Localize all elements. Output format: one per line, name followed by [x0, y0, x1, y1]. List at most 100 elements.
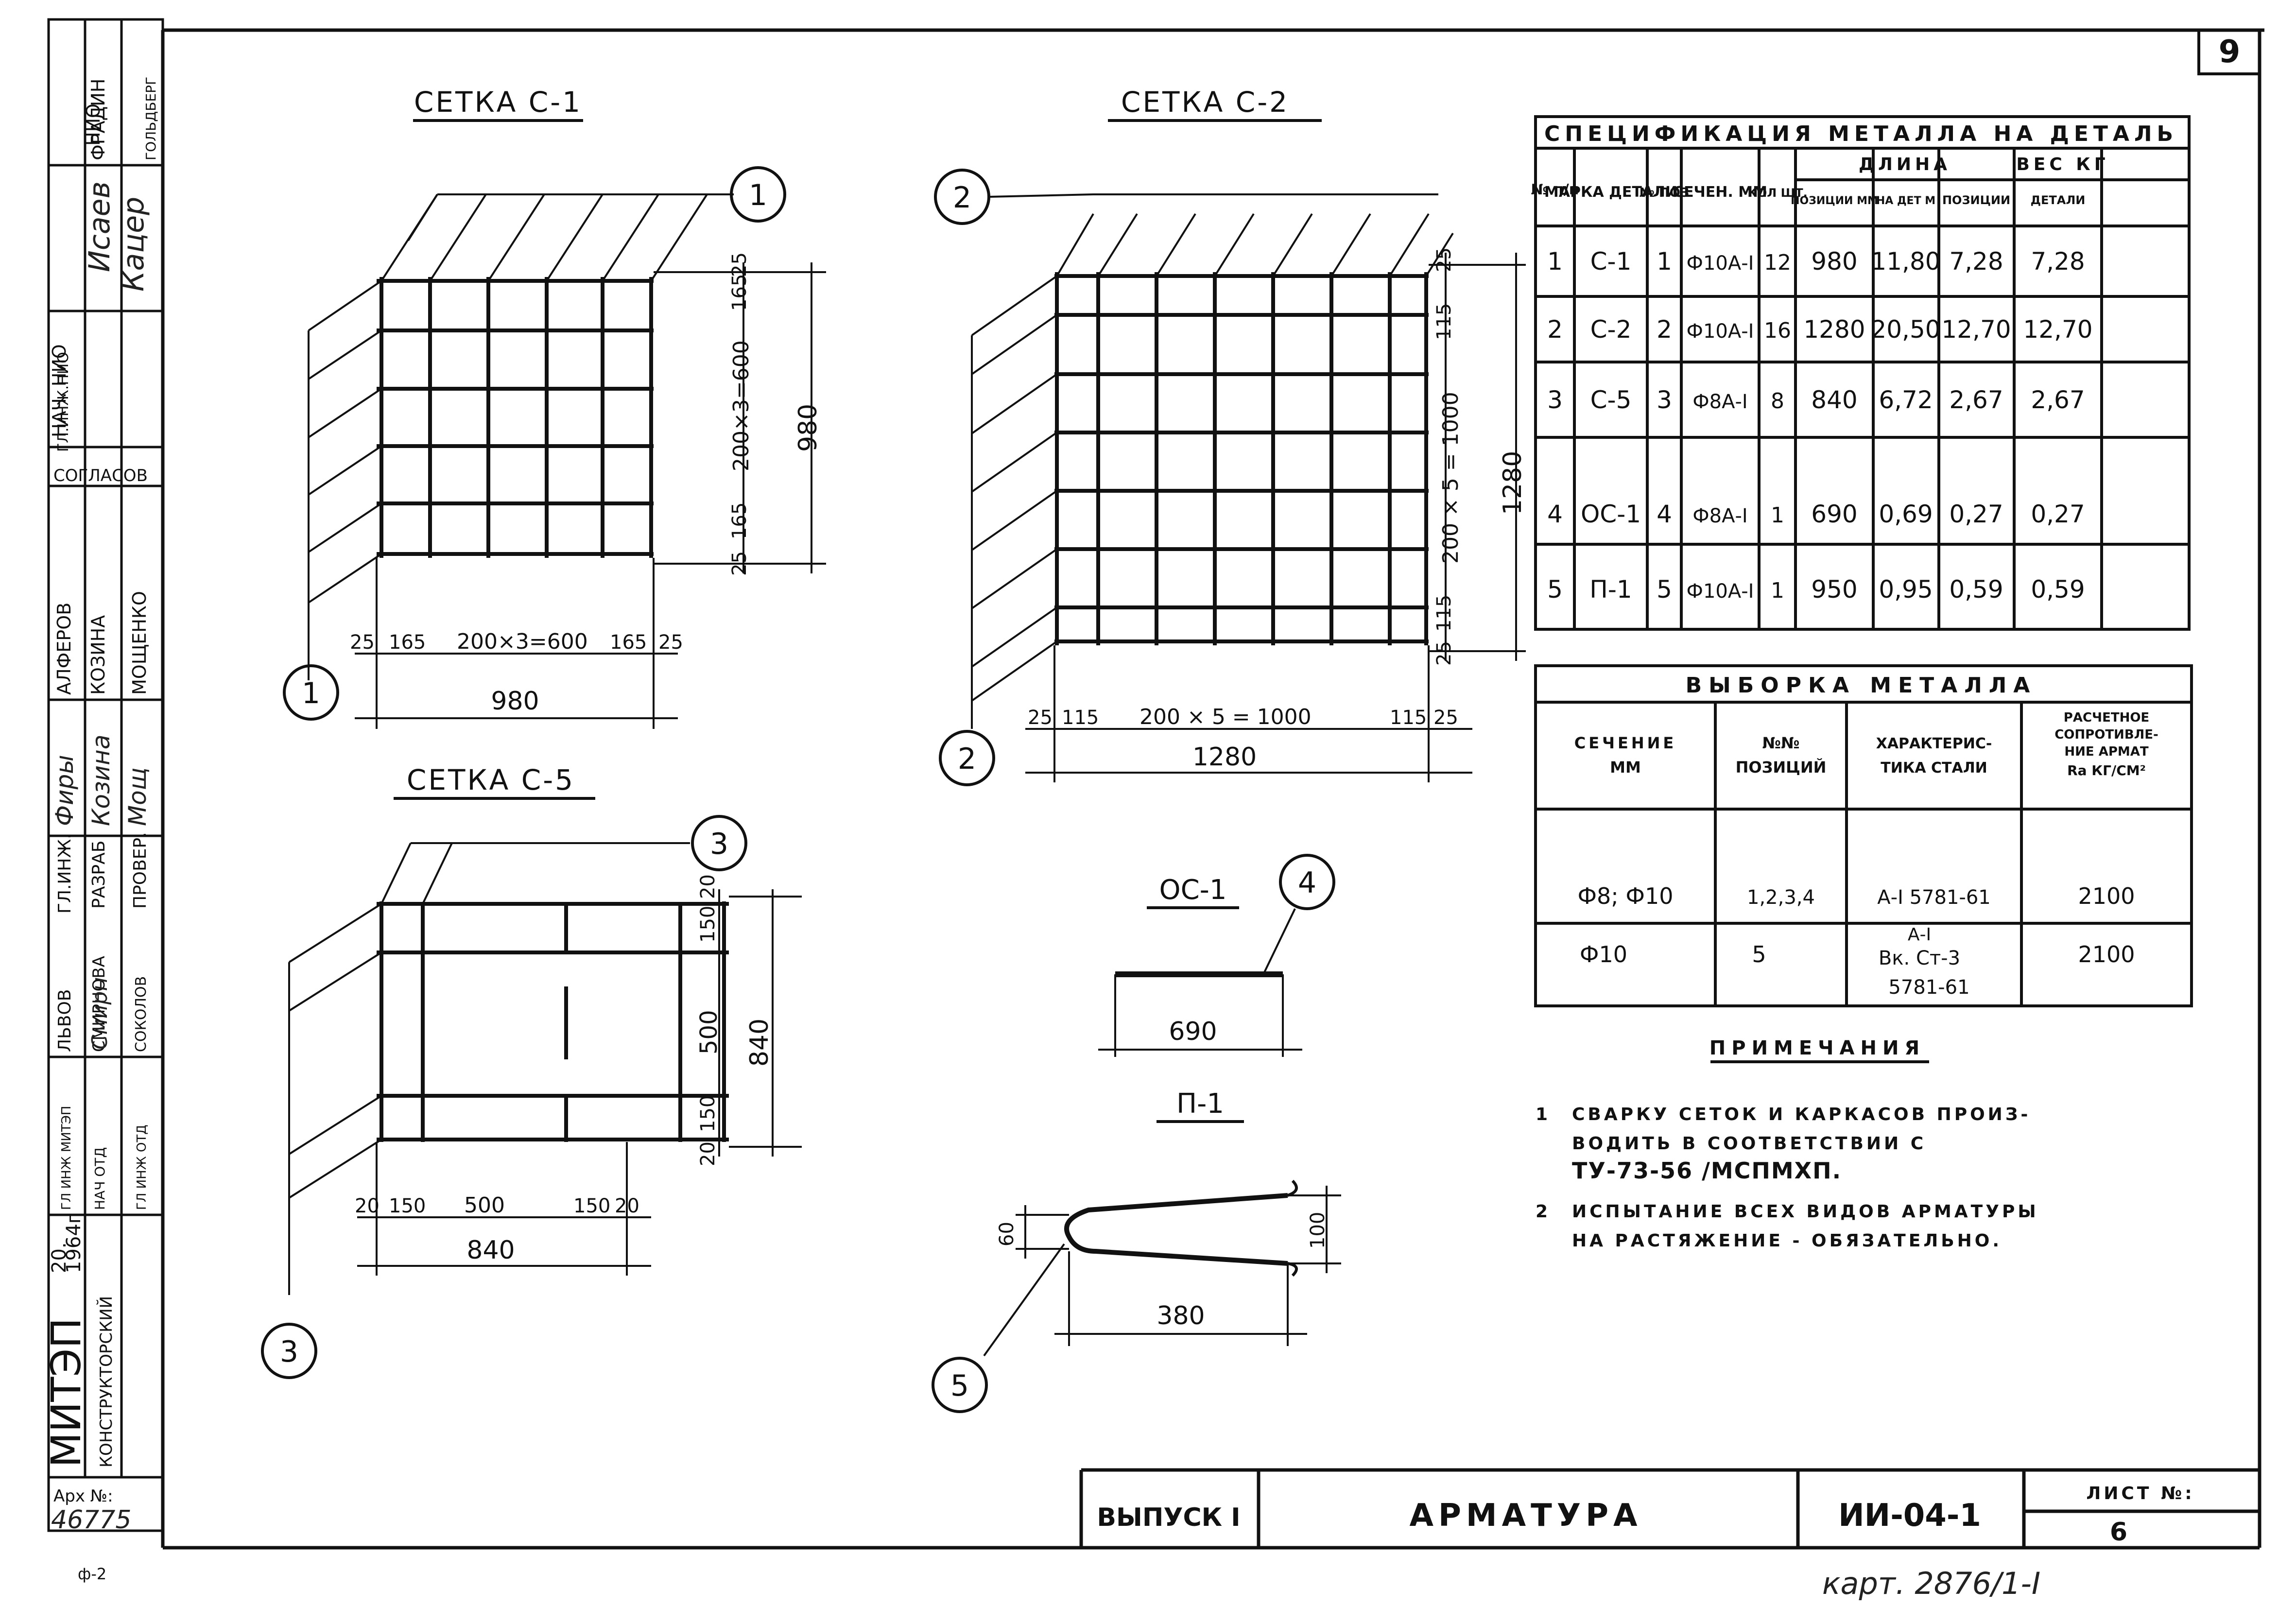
mesh-c2-vertical-dims: 25 115 200 × 5 = 1000 115 25 1280 — [1433, 247, 1527, 666]
select-cell-positions: 1,2,3,4 — [1747, 886, 1815, 909]
title-block-issue: ВЫПУСК I — [1097, 1503, 1240, 1532]
spec-cell-pos: 4 — [1657, 500, 1672, 528]
mesh-c2-dim-v-4: 25 — [1433, 641, 1455, 666]
mesh-c1-callout-top — [730, 166, 786, 223]
note-1-line-2: ВОДИТЬ В СООТВЕТСТВИИ С — [1572, 1134, 1926, 1154]
stamp-role-nach-nio: НАЧ. НИО — [49, 344, 70, 437]
stamp-role-gl-inzh-otd: ГЛ ИНЖ ОТД — [135, 1124, 149, 1210]
spec-cell-len-det: 0,69 — [1879, 500, 1933, 528]
spec-table: СПЕЦИФИКАЦИЯ МЕТАЛЛА НА ДЕТАЛЬ № п/п МАР… — [1531, 115, 2191, 631]
spec-cell-qty: 8 — [1771, 389, 1784, 414]
spec-row-5: 5 П-1 5 Ф10А-I 1 950 0,95 0,59 0,59 — [1547, 575, 2085, 604]
mesh-c5-dim-v-3: 150 — [697, 1095, 719, 1132]
mesh-c2-callout-bottom-label: 2 — [958, 742, 976, 776]
stamp-role-nio: НИО — [83, 104, 104, 146]
title-block-code: ИИ-04-1 — [1838, 1498, 1981, 1534]
stamp-role-nach-otd: НАЧ ОТД — [92, 1147, 108, 1210]
bar-p1-height-right: 100 — [1307, 1212, 1329, 1249]
stamp-org: МИТЭП — [42, 1318, 90, 1468]
mesh-c1-dim-h-1: 165 — [389, 631, 426, 654]
spec-cell-pos: 5 — [1657, 575, 1672, 604]
stamp-dept: КОНСТРУКТОРСКИЙ — [96, 1296, 116, 1468]
bar-oc1-length: 690 — [1169, 1017, 1217, 1046]
signature-kozina: Козина — [87, 734, 115, 826]
note-1-line-1: СВАРКУ СЕТОК И КАРКАСОВ ПРОИЗ- — [1572, 1105, 2031, 1124]
mesh-c1-total-v: 980 — [794, 404, 823, 452]
select-header-resistance-4: Ra КГ/СМ² — [2067, 762, 2146, 778]
mesh-c5-dim-h-3: 150 — [573, 1195, 610, 1217]
spec-cell-mark: ОС-1 — [1581, 500, 1641, 528]
select-table: ВЫБОРКА МЕТАЛЛА СЕЧЕНИЕ ММ №№ ПОЗИЦИЙ ХА… — [1534, 664, 2193, 1007]
note-1-line-3: ТУ-73-56 /МСПМХП. — [1572, 1158, 1842, 1184]
select-table-title: ВЫБОРКА МЕТАЛЛА — [1686, 673, 2037, 698]
mesh-c5-dim-h-2: 500 — [464, 1193, 505, 1218]
stamp-soglasov: СОГЛАСОВ — [53, 466, 148, 485]
stamp-name-fradin: ФРАДИН — [87, 79, 109, 160]
spec-cell-section: Ф8А-I — [1692, 391, 1747, 413]
title-block-name: АРМАТУРА — [1409, 1498, 1642, 1534]
mesh-c2-callout-bottom — [939, 730, 995, 786]
spec-table-title: СПЕЦИФИКАЦИЯ МЕТАЛЛА НА ДЕТАЛЬ — [1544, 121, 2178, 146]
mesh-c1-dim-v-0: 25 — [728, 252, 751, 277]
spec-header-qty: КОЛ ШТ. — [1747, 186, 1807, 200]
spec-cell-len-det: 0,95 — [1879, 575, 1933, 604]
mesh-c2-horizontal-dims: 25 115 200 × 5 = 1000 115 25 1280 — [1028, 705, 1458, 772]
spec-table-headers: № п/п МАРКА ДЕТАЛИ № ПОЗ СЕЧЕН. ММ КОЛ Ш… — [1531, 155, 2109, 207]
stamp-role-razrab: РАЗРАБ — [89, 841, 109, 909]
spec-cell-section: Ф10А-I — [1687, 580, 1754, 603]
title-block-sheet-label: ЛИСТ №: — [2086, 1484, 2194, 1503]
spec-table-rows: 1 С-1 1 Ф10А-I 12 980 11,80 7,28 7,28 2 … — [1547, 247, 2092, 604]
spec-row-2: 2 С-2 2 Ф10А-I 16 1280 20,50 12,70 12,70 — [1547, 315, 2092, 344]
mesh-c2-title: СЕТКА С-2 — [1121, 86, 1289, 119]
spec-cell-len-pos: 840 — [1811, 386, 1857, 414]
spec-header-len-pos: ПОЗИЦИИ ММ — [1791, 195, 1878, 207]
mesh-c2-total-v: 1280 — [1498, 451, 1527, 515]
mesh-c2-dim-v-0: 25 — [1433, 247, 1455, 272]
mesh-c5-horizontal-dims: 20 150 500 150 20 840 — [355, 1193, 639, 1265]
notes-block: ПРИМЕЧАНИЯ 1 СВАРКУ СЕТОК И КАРКАСОВ ПРО… — [1536, 1037, 2036, 1251]
spec-cell-w-det: 2,67 — [2031, 386, 2085, 414]
note-2-number: 2 — [1536, 1202, 1551, 1222]
mesh-c5-total-v: 840 — [745, 1019, 774, 1067]
notes-title: ПРИМЕЧАНИЯ — [1709, 1037, 1925, 1059]
select-cell-steel-2: Вк. Ст-3 — [1879, 947, 1960, 969]
select-header-steel-2: ТИКА СТАЛИ — [1881, 760, 1987, 777]
mesh-c5-total-h: 840 — [466, 1236, 515, 1265]
spec-header-weight: ВЕС КГ — [2016, 155, 2109, 174]
select-table-headers: СЕЧЕНИЕ ММ №№ ПОЗИЦИЙ ХАРАКТЕРИС- ТИКА С… — [1574, 710, 2158, 778]
spec-cell-w-pos: 12,70 — [1941, 315, 2011, 344]
spec-cell-n: 1 — [1547, 247, 1563, 276]
spec-header-length: ДЛИНА — [1859, 155, 1951, 174]
bar-oc1-title: ОС-1 — [1159, 874, 1226, 906]
mesh-c5-title: СЕТКА С-5 — [407, 763, 575, 796]
stamp-name-alferov: АЛФЕРОВ — [53, 603, 75, 695]
mesh-c5-dim-v-4: 20 — [697, 1141, 719, 1166]
mesh-c1-dim-v-1: 165 — [728, 274, 751, 311]
spec-cell-len-pos: 950 — [1811, 575, 1857, 604]
select-cell-steel: А-I 5781-61 — [1877, 886, 1990, 909]
spec-cell-qty: 16 — [1764, 318, 1791, 343]
mesh-c5-drawing: СЕТКА С-5 — [261, 763, 802, 1379]
mesh-c5-callout-top — [691, 815, 747, 871]
mesh-c2-dim-v-3: 115 — [1433, 595, 1455, 632]
stamp-name-kozina: КОЗИНА — [87, 615, 109, 695]
mesh-c1-dim-h-2: 200×3=600 — [457, 629, 588, 654]
note-1-number: 1 — [1536, 1105, 1551, 1124]
stamp-name-goldberg: ГОЛЬДБЕРГ — [143, 77, 159, 160]
mesh-c1-dim-v-2: 200×3=600 — [729, 340, 754, 471]
mesh-c1-dim-h-4: 25 — [658, 631, 683, 654]
stamp-name-smirnova: СМИРНОВА — [89, 956, 109, 1052]
spec-row-3: 3 С-5 3 Ф8А-I 8 840 6,72 2,67 2,67 — [1547, 386, 2085, 414]
spec-cell-qty: 1 — [1771, 578, 1784, 603]
mesh-c1-total-h: 980 — [491, 687, 539, 716]
mesh-c5-dim-h-1: 150 — [389, 1195, 426, 1217]
spec-header-mark: МАРКА ДЕТАЛИ — [1544, 184, 1677, 201]
select-cell-positions: 5 — [1752, 941, 1766, 968]
bar-p1-callout-label: 5 — [950, 1369, 969, 1403]
select-row-1: Ф8; Ф10 1,2,3,4 А-I 5781-61 2100 — [1577, 883, 2135, 909]
spec-cell-len-pos: 690 — [1811, 500, 1857, 528]
stamp-role-gl-inzh-nio: ГЛ.ИНЖ.НИО — [55, 352, 72, 452]
spec-cell-pos: 1 — [1657, 247, 1672, 276]
bar-oc1-drawing: ОС-1 690 4 — [1098, 854, 1335, 1057]
mesh-c2-dim-h-1: 115 — [1062, 707, 1099, 729]
